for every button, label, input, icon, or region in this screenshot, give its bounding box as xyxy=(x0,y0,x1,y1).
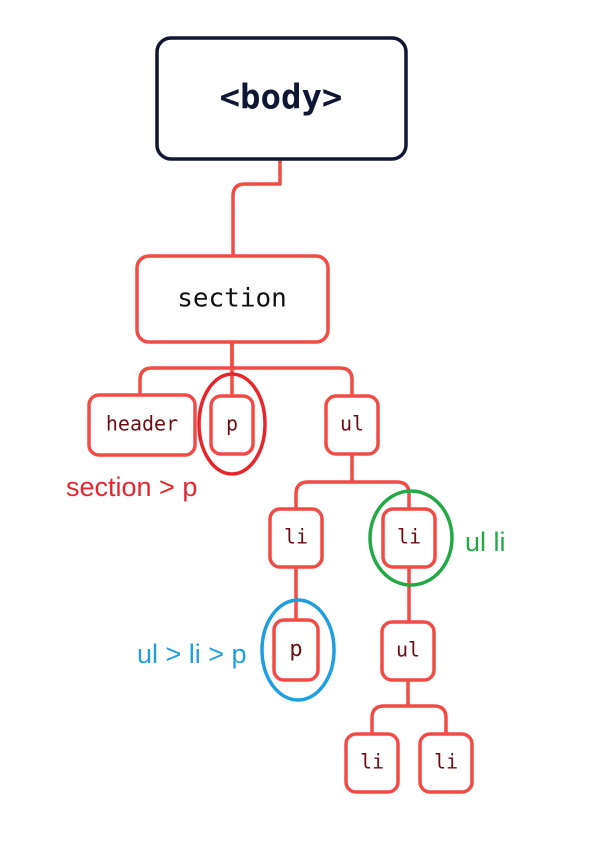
node-li-nested-2-label: li xyxy=(434,750,458,774)
node-p-li: p xyxy=(272,618,320,682)
node-body: <body> xyxy=(155,36,408,161)
highlight-ul-child-li-child-p xyxy=(260,598,336,702)
selector-highlights xyxy=(197,372,454,702)
highlight-section-child-p xyxy=(197,372,267,476)
node-li-left: li xyxy=(268,507,324,569)
selector-annotations: section > p ul li ul > li > p xyxy=(66,472,506,669)
tree-edges xyxy=(138,158,448,736)
node-p-li-label: p xyxy=(289,637,302,662)
node-ul-top: ul xyxy=(324,394,380,456)
edge-ul-nested-li-2 xyxy=(406,704,448,736)
node-body-label: <body> xyxy=(220,78,343,118)
node-li-right: li xyxy=(381,507,437,569)
node-li-nested-2: li xyxy=(418,732,474,794)
edge-section-ul xyxy=(230,366,354,398)
node-ul-nested-label: ul xyxy=(396,638,420,662)
node-li-nested-1-label: li xyxy=(360,750,384,774)
edge-section-header xyxy=(138,341,234,396)
node-li-nested-1: li xyxy=(344,732,400,794)
node-section-label: section xyxy=(177,284,287,314)
node-header: header xyxy=(87,393,197,457)
node-p-section: p xyxy=(209,394,255,456)
node-header-label: header xyxy=(106,412,178,436)
node-section: section xyxy=(135,254,330,344)
annotation-ul-descendant-li: ul li xyxy=(465,527,506,557)
node-ul-top-label: ul xyxy=(340,412,364,436)
node-ul-nested: ul xyxy=(380,620,436,682)
node-li-left-label: li xyxy=(284,525,308,549)
edge-ul-li-right xyxy=(350,480,411,510)
edge-body-section xyxy=(231,158,282,258)
highlight-ul-descendant-li xyxy=(368,489,454,587)
tree-nodes: <body> section header p ul li xyxy=(87,36,474,794)
annotation-section-child-p: section > p xyxy=(66,472,197,502)
node-p-section-label: p xyxy=(226,412,238,436)
annotation-ul-child-li-child-p: ul > li > p xyxy=(137,639,247,669)
edge-ul-nested-li-1 xyxy=(370,677,410,736)
node-li-right-label: li xyxy=(397,525,421,549)
edge-ul-li-left xyxy=(294,453,354,510)
